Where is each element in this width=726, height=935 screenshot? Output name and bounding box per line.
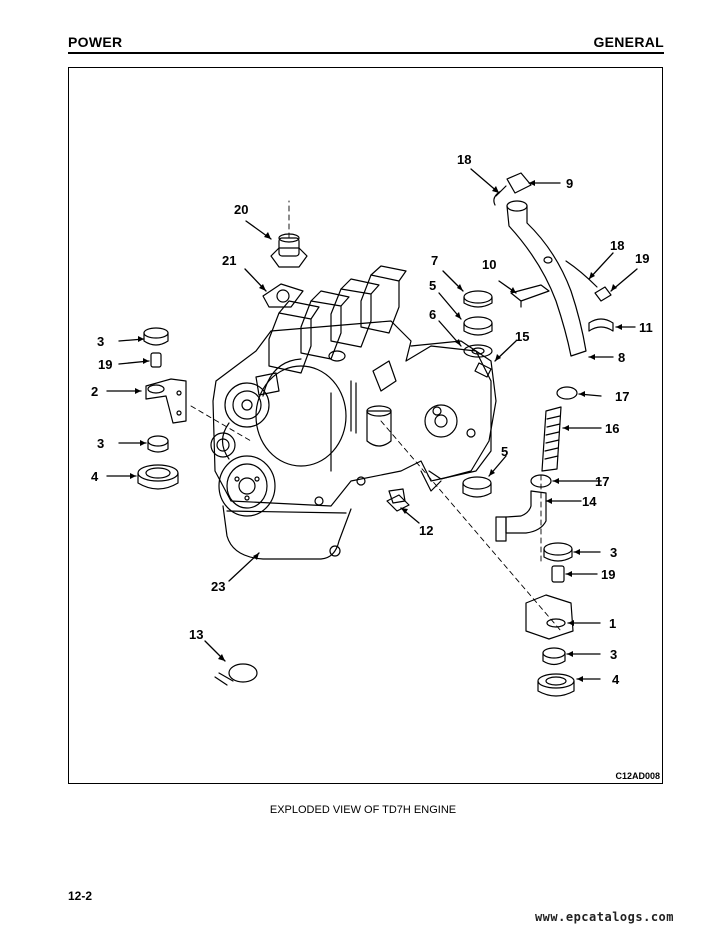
header-section-title: POWER bbox=[68, 34, 123, 50]
callout-7: 7 bbox=[431, 253, 438, 268]
callout-19-left: 19 bbox=[98, 357, 112, 372]
figure-frame: 20 21 3 19 2 3 4 7 5 6 15 10 18 9 18 19 … bbox=[68, 67, 663, 784]
callout-3-right-bottom: 3 bbox=[610, 647, 617, 662]
callout-6: 6 bbox=[429, 307, 436, 322]
callout-16: 16 bbox=[605, 421, 619, 436]
callout-labels: 20 21 3 19 2 3 4 7 5 6 15 10 18 9 18 19 … bbox=[91, 152, 653, 687]
figure-code: C12AD008 bbox=[615, 771, 660, 781]
callout-17-bottom: 17 bbox=[595, 474, 609, 489]
callout-4-right: 4 bbox=[612, 672, 620, 687]
callout-14: 15 bbox=[515, 329, 529, 344]
arrow-heads bbox=[130, 180, 622, 682]
callout-15: 14 bbox=[582, 494, 597, 509]
exploded-engine-drawing: 20 21 3 19 2 3 4 7 5 6 15 10 18 9 18 19 … bbox=[91, 152, 653, 697]
callout-18-top: 18 bbox=[457, 152, 471, 167]
engine-block bbox=[210, 265, 497, 560]
callout-17-top: 17 bbox=[615, 389, 629, 404]
callout-1: 1 bbox=[609, 616, 616, 631]
header-chapter-title: GENERAL bbox=[593, 34, 664, 50]
callout-5-top: 5 bbox=[429, 278, 436, 293]
callout-8: 8 bbox=[618, 350, 625, 365]
figure-caption: EXPLODED VIEW OF TD7H ENGINE bbox=[269, 804, 457, 816]
callout-2: 2 bbox=[91, 384, 98, 399]
callout-18-right: 18 bbox=[610, 238, 624, 253]
callout-3-right-top: 3 bbox=[610, 545, 617, 560]
callout-9: 9 bbox=[566, 176, 573, 191]
header-rule bbox=[68, 52, 664, 54]
callout-22: 21 bbox=[222, 253, 236, 268]
callout-23: 23 bbox=[211, 579, 225, 594]
page-number: 12-2 bbox=[68, 889, 93, 903]
loose-parts bbox=[137, 172, 614, 697]
callout-4-left: 4 bbox=[91, 469, 99, 484]
callout-10: 10 bbox=[482, 257, 496, 272]
callout-20: 19 bbox=[635, 251, 649, 266]
alignment-lines bbox=[190, 200, 562, 632]
callout-13: 13 bbox=[189, 627, 203, 642]
callout-3-top-left: 3 bbox=[97, 334, 104, 349]
callout-19-right: 19 bbox=[601, 567, 615, 582]
callout-11: 11 bbox=[639, 320, 653, 335]
callout-3-mid-left: 3 bbox=[97, 436, 104, 451]
callout-12: 12 bbox=[419, 523, 433, 538]
watermark: www.epcatalogs.com bbox=[534, 910, 674, 924]
callout-21: 20 bbox=[234, 202, 248, 217]
callout-5-bottom: 5 bbox=[501, 444, 508, 459]
